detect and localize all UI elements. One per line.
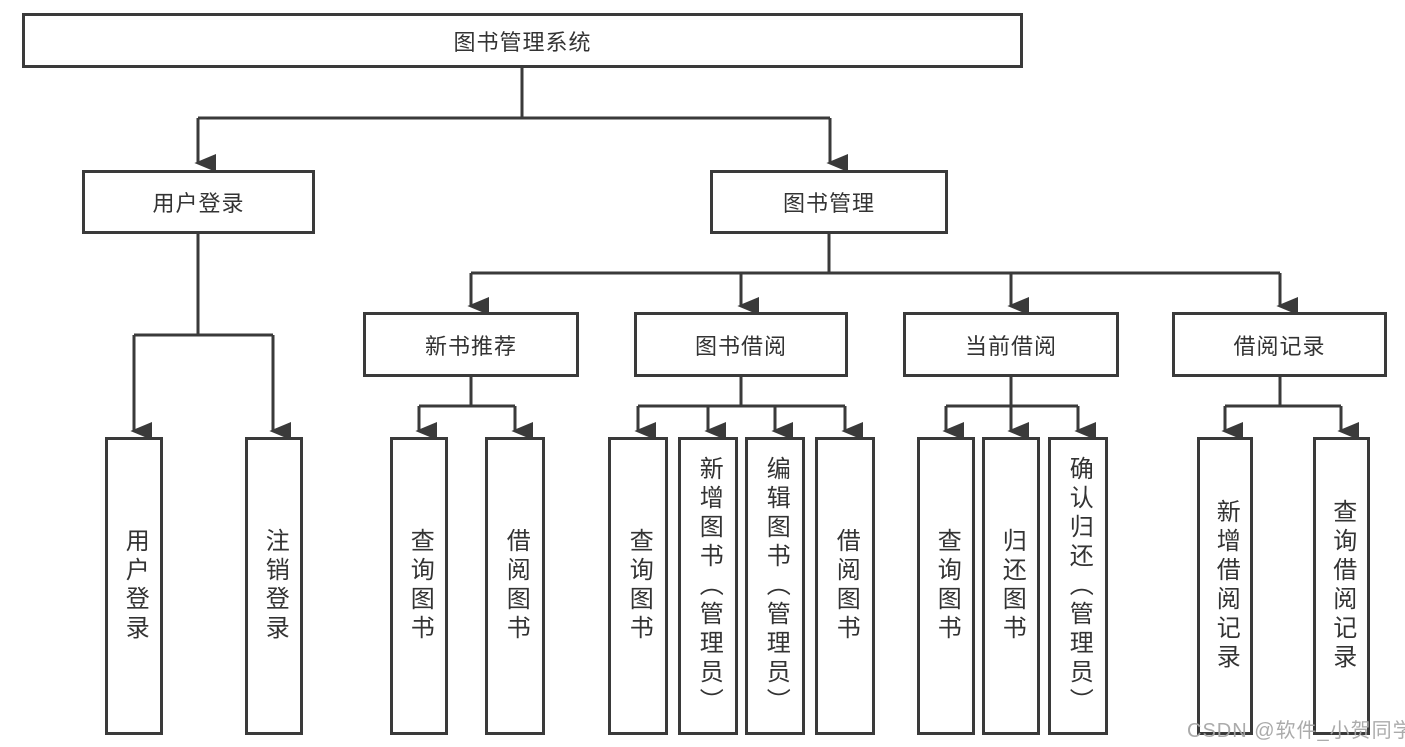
leaf-label: 查询图书	[625, 528, 653, 644]
node-leaf-return-book: 归还图书	[982, 437, 1040, 735]
leaf-label: 编辑图书（管理员）	[762, 455, 790, 717]
leaf-label: 确认归还（管理员）	[1065, 455, 1093, 717]
leaf-label: 查询图书	[933, 528, 961, 644]
node-current-borrow: 当前借阅	[903, 312, 1119, 377]
branch-borrow-records	[1225, 377, 1341, 408]
node-book-borrow: 图书借阅	[634, 312, 848, 377]
node-leaf-query-book-3: 查询图书	[917, 437, 975, 735]
leaf-label: 查询借阅记录	[1328, 499, 1356, 673]
branch-book-borrow	[638, 377, 845, 408]
csdn-watermark: CSDN @软件_小贺同学	[1187, 720, 1405, 742]
node-leaf-user-login: 用户登录	[105, 437, 163, 735]
leaf-label: 新增图书（管理员）	[695, 455, 723, 717]
node-book-mgmt: 图书管理	[710, 170, 948, 234]
node-new-book-rec: 新书推荐	[363, 312, 579, 377]
branch-current-borrow	[946, 377, 1078, 408]
node-borrow-records: 借阅记录	[1172, 312, 1387, 377]
leaf-label: 新增借阅记录	[1212, 499, 1240, 673]
node-user-login: 用户登录	[82, 170, 315, 234]
node-leaf-add-book: 新增图书（管理员）	[678, 437, 738, 735]
node-leaf-borrow-book-1: 借阅图书	[485, 437, 545, 735]
branch-root	[198, 68, 830, 120]
node-leaf-add-record: 新增借阅记录	[1197, 437, 1253, 735]
branch-new-book-rec	[419, 377, 515, 408]
leaf-label: 注销登录	[261, 528, 289, 644]
node-leaf-confirm-return: 确认归还（管理员）	[1048, 437, 1108, 735]
node-root: 图书管理系统	[22, 13, 1023, 68]
leaf-label: 查询图书	[406, 528, 434, 644]
leaf-label: 借阅图书	[502, 528, 530, 644]
node-leaf-logout: 注销登录	[245, 437, 303, 735]
node-leaf-query-record: 查询借阅记录	[1313, 437, 1370, 735]
branch-user-login	[134, 234, 273, 337]
node-leaf-borrow-book-2: 借阅图书	[815, 437, 875, 735]
leaf-label: 借阅图书	[832, 528, 860, 644]
node-leaf-edit-book: 编辑图书（管理员）	[745, 437, 805, 735]
leaf-label: 归还图书	[998, 528, 1026, 644]
node-leaf-query-book-2: 查询图书	[608, 437, 668, 735]
node-leaf-query-book-1: 查询图书	[390, 437, 448, 735]
branch-book-mgmt	[471, 234, 1280, 275]
leaf-label: 用户登录	[121, 528, 149, 644]
